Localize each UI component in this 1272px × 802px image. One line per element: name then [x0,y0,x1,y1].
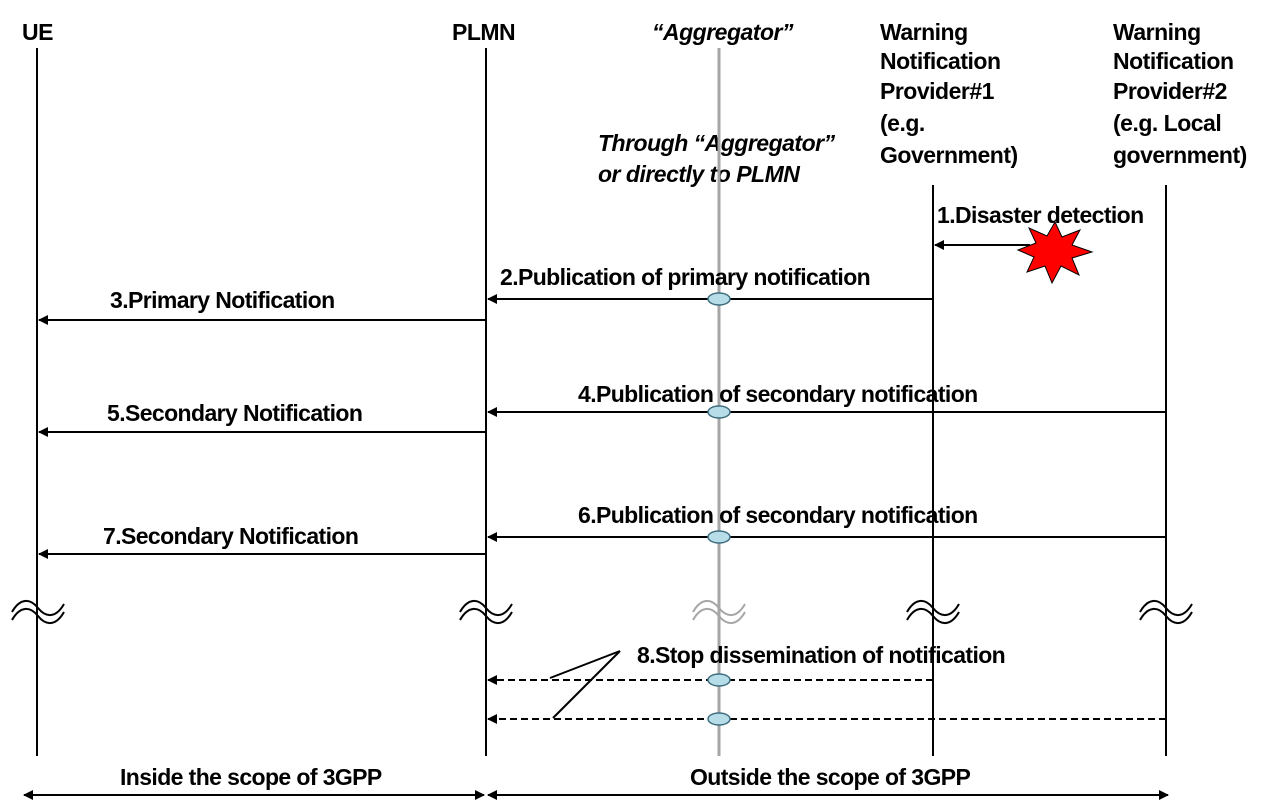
aggregator-marker [707,673,731,687]
provider1-line: Government) [880,142,1018,168]
message-5-label: 5.Secondary Notification [107,400,362,426]
message-4-label: 4.Publication of secondary notification [578,381,978,407]
provider1-line: (e.g. [880,110,925,136]
provider2-line: Warning [1113,19,1201,45]
break-mark-provider1 [906,600,960,616]
break-mark-aggregator [692,600,746,616]
provider2-line: Notification [1113,48,1234,74]
aggregator-note-line: Through “Aggregator” [598,130,836,156]
aggregator-marker [707,405,731,419]
provider1-line: Notification [880,48,1001,74]
break-mark-aggregator [692,608,746,624]
message-3-label: 3.Primary Notification [110,287,335,313]
break-mark-ue [11,600,65,616]
participant-plmn: PLMN [452,19,515,45]
participant-provider1: Warning Notification Provider#1 (e.g. Go… [880,19,1018,168]
scope-outside-label: Outside the scope of 3GPP [690,764,970,790]
provider2-line: (e.g. Local [1113,110,1221,136]
provider1-line: Warning [880,19,968,45]
break-mark-plmn [459,600,513,616]
scope-inside-label: Inside the scope of 3GPP [120,764,382,790]
break-mark-ue [11,608,65,624]
participant-aggregator: “Aggregator” [652,19,794,45]
message-8-label: 8.Stop dissemination of notification [637,642,1005,668]
message-6-label: 6.Publication of secondary notification [578,502,978,528]
participant-ue: UE [22,19,53,45]
provider2-line: Provider#2 [1113,78,1227,104]
aggregator-marker [707,530,731,544]
break-marks [11,600,1193,624]
break-mark-plmn [459,608,513,624]
participant-provider2: Warning Notification Provider#2 (e.g. Lo… [1113,19,1247,168]
aggregator-note-line: or directly to PLMN [598,161,800,187]
message-7-label: 7.Secondary Notification [103,523,358,549]
message-8-callout [552,650,621,719]
aggregator-marker [707,292,731,306]
aggregator-marker [707,712,731,726]
message-1-label: 1.Disaster detection [937,202,1144,228]
break-mark-provider2 [1139,608,1193,624]
message-2-label: 2.Publication of primary notification [500,264,870,290]
provider2-line: government) [1113,142,1247,168]
disaster-icon [1016,220,1094,285]
break-mark-provider1 [906,608,960,624]
provider1-line: Provider#1 [880,78,995,104]
message-8-callout [549,650,621,679]
break-mark-provider2 [1139,600,1193,616]
